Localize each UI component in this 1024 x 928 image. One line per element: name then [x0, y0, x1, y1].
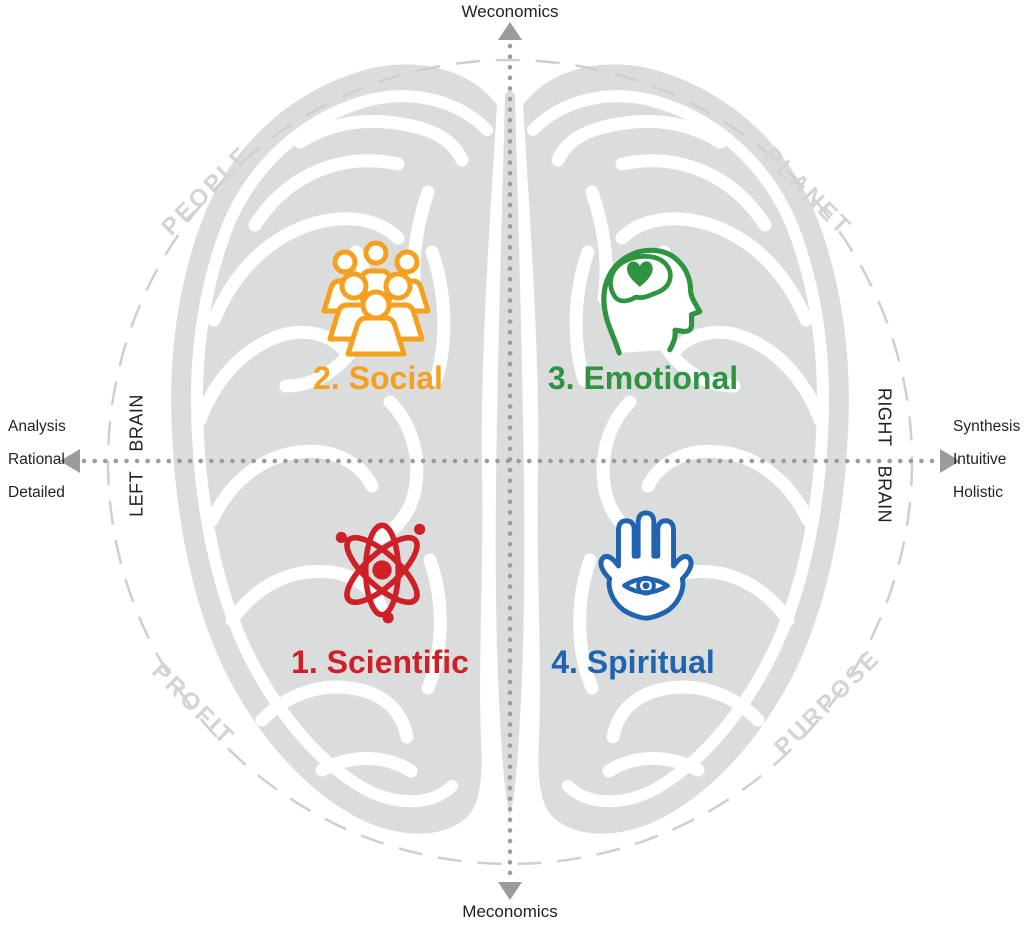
- weconomics-label: Weconomics: [461, 2, 559, 21]
- brain-central-fissure: [495, 90, 525, 816]
- quadrant-label-scientific: 1. Scientific: [291, 644, 469, 680]
- right-term-intuitive: Intuitive: [953, 451, 1007, 468]
- left-term-rational: Rational: [8, 451, 65, 468]
- down-arrow-icon: [498, 882, 522, 900]
- atom-icon: [335, 522, 426, 624]
- right-brain-label: RIGHT BRAIN: [874, 387, 895, 524]
- brain-top-view: [171, 64, 849, 833]
- right-axis-terms: Synthesis Intuitive Holistic: [953, 417, 1020, 502]
- left-arrow-icon: [60, 449, 80, 473]
- meconomics-label: Meconomics: [462, 902, 558, 921]
- horizontal-axis: [60, 449, 960, 473]
- left-term-detailed: Detailed: [8, 484, 65, 501]
- left-axis-terms: Analysis Rational Detailed: [8, 417, 66, 502]
- right-term-holistic: Holistic: [953, 484, 1003, 501]
- right-arrow-icon: [940, 449, 960, 473]
- left-brain-label: LEFT BRAIN: [126, 394, 147, 517]
- up-arrow-icon: [498, 22, 522, 40]
- right-term-synthesis: Synthesis: [953, 418, 1021, 435]
- quadrant-label-emotional: 3. Emotional: [547, 360, 739, 396]
- head-with-heart-icon: [601, 247, 703, 356]
- crowd-icon: [321, 240, 431, 357]
- hamsa-hand-eye-icon: [598, 510, 694, 621]
- left-term-analysis: Analysis: [8, 418, 66, 435]
- quadrant-label-spiritual: 4. Spiritual: [551, 644, 715, 680]
- quadrant-label-social: 2. Social: [313, 360, 443, 396]
